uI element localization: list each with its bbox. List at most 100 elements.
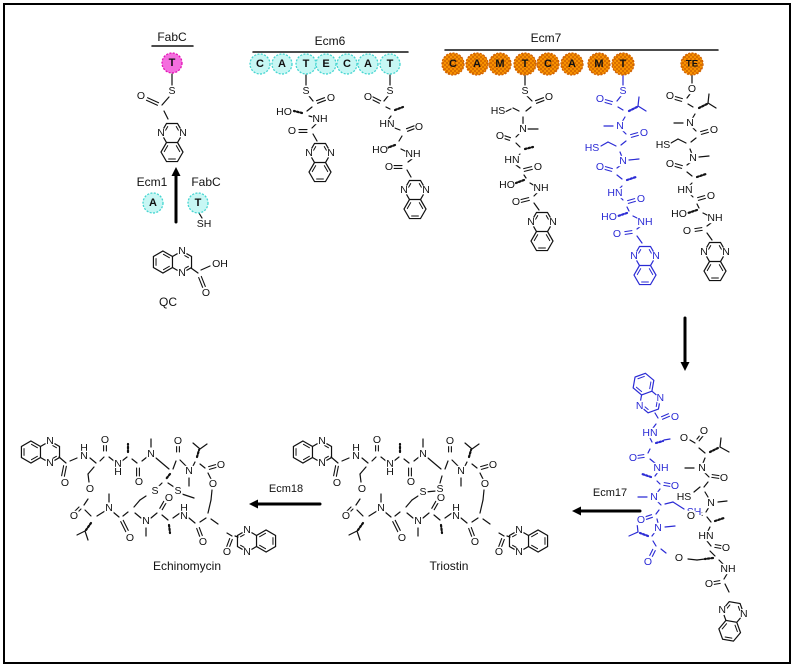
svg-text:A: A [278, 58, 286, 70]
svg-text:O: O [165, 492, 173, 504]
svg-text:N: N [654, 522, 662, 534]
svg-text:O: O [687, 510, 695, 522]
label-ecm6: Ecm6 [314, 34, 346, 48]
svg-text:N: N [114, 458, 122, 470]
quinoxaline-ring: NN [292, 435, 333, 469]
label-ecm7: Ecm7 [530, 31, 562, 45]
svg-text:N: N [707, 497, 715, 509]
label-fabc-top: FabC [157, 30, 187, 44]
svg-text:A: A [149, 197, 157, 209]
domain-circle-c: C [441, 52, 465, 76]
svg-text:S: S [151, 485, 158, 497]
svg-text:H: H [180, 502, 188, 514]
svg-text:TE: TE [686, 59, 698, 70]
svg-text:T: T [303, 58, 310, 70]
svg-text:N: N [243, 546, 251, 558]
svg-text:N: N [147, 448, 155, 460]
svg-text:N: N [377, 502, 385, 514]
svg-text:S: S [521, 85, 528, 97]
svg-text:N: N [419, 448, 427, 460]
svg-text:O: O [680, 432, 688, 444]
svg-text:O: O [342, 510, 350, 522]
svg-text:H: H [352, 442, 360, 454]
domain-circle-a: A [271, 53, 293, 75]
svg-text:N: N [549, 216, 557, 228]
svg-text:O: O [217, 459, 225, 471]
svg-text:S: S [419, 486, 426, 498]
svg-text:N: N [400, 184, 408, 196]
svg-text:N: N [179, 127, 187, 139]
svg-text:N: N [185, 465, 193, 477]
svg-text:O: O [471, 536, 479, 548]
domain-circle-t: T [187, 192, 209, 214]
svg-text:O: O [640, 127, 648, 139]
svg-text:O: O [666, 158, 674, 170]
svg-text:O: O [688, 83, 696, 95]
domain-circle-c: C [249, 53, 271, 75]
section-rules [151, 45, 719, 53]
svg-text:O: O [489, 459, 497, 471]
svg-text:O: O [671, 480, 679, 492]
svg-text:N: N [619, 155, 627, 167]
svg-text:O: O [333, 477, 341, 489]
svg-text:O: O [135, 476, 143, 488]
svg-text:T: T [522, 58, 529, 70]
label-triostin: Triostin [429, 559, 469, 573]
svg-text:O: O [415, 121, 423, 133]
svg-text:N: N [722, 246, 730, 258]
svg-text:N: N [457, 465, 465, 477]
svg-text:N: N [305, 147, 313, 159]
svg-text:O: O [496, 130, 504, 142]
svg-text:O: O [101, 434, 109, 446]
svg-text:O: O [495, 546, 503, 558]
svg-text:NH: NH [653, 462, 668, 474]
svg-text:N: N [527, 216, 535, 228]
svg-text:S: S [619, 85, 626, 97]
svg-text:O: O [700, 425, 708, 437]
svg-text:O: O [398, 532, 406, 544]
svg-text:N: N [352, 450, 360, 462]
svg-text:O: O [61, 477, 69, 489]
svg-text:N: N [689, 152, 697, 164]
svg-text:HO: HO [601, 211, 617, 223]
svg-text:O: O [629, 452, 637, 464]
molecule-cyclic-precursor: NNNNOHNONHONSHONOOONOHSNOHNOONHO [628, 372, 750, 642]
svg-text:NH: NH [405, 148, 420, 160]
domain-circle-te: TE [680, 52, 704, 76]
svg-text:N: N [636, 400, 644, 412]
svg-text:N: N [422, 184, 430, 196]
domain-circle-t: T [379, 53, 401, 75]
svg-text:NH: NH [707, 212, 722, 224]
svg-text:H: H [452, 502, 460, 514]
svg-text:O: O [644, 556, 652, 568]
svg-text:T: T [387, 58, 394, 70]
domain-circle-c: C [536, 52, 560, 76]
svg-text:N: N [698, 462, 706, 474]
domain-circle-c: C [336, 53, 358, 75]
quinoxaline-ring: NN [236, 524, 277, 558]
domain-circle-t: T [513, 52, 537, 76]
svg-text:N: N [515, 524, 523, 536]
svg-text:O: O [199, 536, 207, 548]
svg-text:HN: HN [379, 118, 394, 130]
svg-text:O: O [288, 125, 296, 137]
svg-text:N: N [178, 245, 186, 257]
svg-text:NH: NH [720, 563, 735, 575]
svg-text:O: O [358, 483, 366, 495]
quinoxaline-ring: NN [632, 372, 666, 414]
label-qc: QC [159, 295, 177, 309]
svg-text:O: O [683, 225, 691, 237]
svg-text:O: O [385, 161, 393, 173]
svg-text:O: O [613, 228, 621, 240]
svg-text:O: O [223, 546, 231, 558]
svg-text:O: O [596, 93, 604, 105]
svg-text:O: O [126, 532, 134, 544]
svg-text:O: O [202, 287, 210, 299]
